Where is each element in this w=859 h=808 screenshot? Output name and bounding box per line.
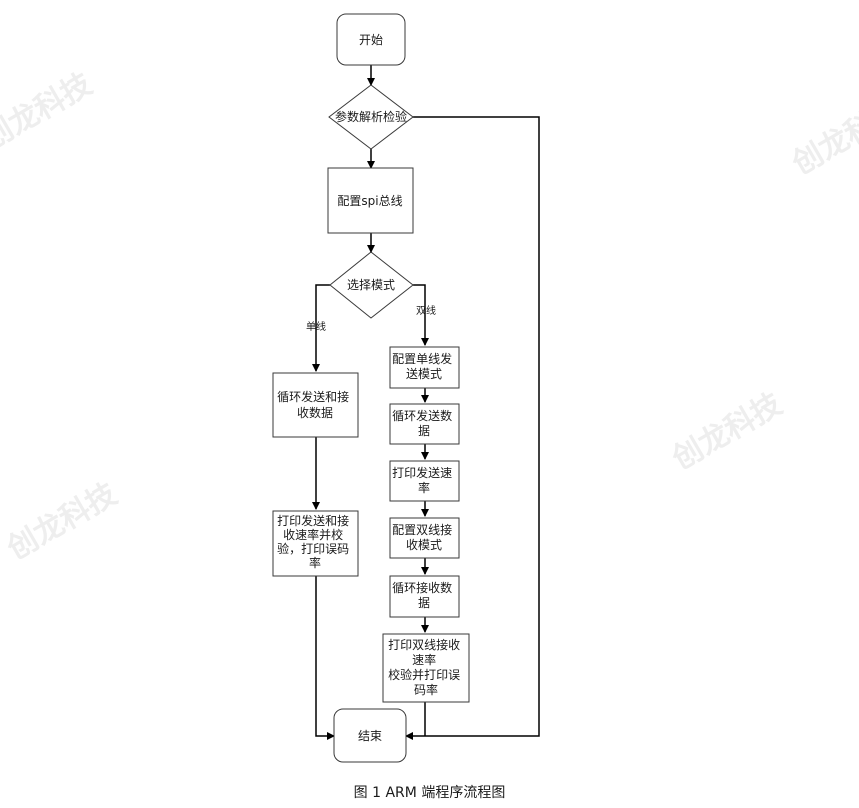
node-single-loop-line: 收数据 <box>297 405 333 420</box>
node-dual-loop-send-line: 据 <box>418 424 430 438</box>
node-validate-label: 参数解析检验 <box>335 109 407 124</box>
node-single-print: 打印发送和接 收速率并校 验，打印误码 率 <box>272 510 359 577</box>
node-single-loop: 循环发送和接 收数据 <box>272 372 359 438</box>
svg-text:打印发送速 率: 打印发送速 率 <box>392 465 456 495</box>
watermark-text: 创龙科技 <box>786 92 859 183</box>
node-start: 开始 <box>336 13 406 66</box>
node-dual-loop-recv: 循环接收数 据 <box>389 575 460 618</box>
node-single-print-line: 率 <box>309 555 321 570</box>
svg-text:循环发送和接 收数据: 循环发送和接 收数据 <box>277 389 353 420</box>
svg-text:循环发送数 据: 循环发送数 据 <box>392 408 456 438</box>
node-dual-print-recv-line: 速率 <box>412 652 436 667</box>
svg-text:循环接收数 据: 循环接收数 据 <box>392 580 456 610</box>
watermark-text: 创龙科技 <box>666 387 788 478</box>
node-dual-print-send: 打印发送速 率 <box>389 460 460 502</box>
node-dual-print-send-line: 打印发送速 <box>392 465 452 480</box>
node-mode-label: 选择模式 <box>347 278 395 292</box>
node-single-print-line: 收速率并校 <box>283 527 343 542</box>
node-single-loop-line: 循环发送和接 <box>277 389 349 404</box>
node-dual-loop-send-line: 循环发送数 <box>392 408 452 423</box>
edge-single-print-end <box>315 576 335 740</box>
node-spi: 配置spi总线 <box>327 167 414 234</box>
node-single-print-line: 验，打印误码 <box>277 541 349 556</box>
edge-label-dual: 双线 <box>416 304 436 317</box>
node-dual-print-recv-line: 打印双线接收 <box>388 637 460 652</box>
node-spi-label: 配置spi总线 <box>337 194 402 208</box>
node-mode: 选择模式 <box>329 251 414 319</box>
node-single-print-line: 打印发送和接 <box>277 513 349 528</box>
node-dual-cfg-recv: 配置双线接 收模式 <box>389 517 460 559</box>
edges <box>312 65 540 740</box>
watermark-text: 创龙科技 <box>1 477 123 568</box>
watermark-text: 创龙科技 <box>0 67 98 158</box>
node-dual-loop-recv-line: 据 <box>418 596 430 610</box>
node-dual-cfg-send-line: 送模式 <box>406 366 442 381</box>
svg-text:打印双线接收 速率 校验并打印误: 打印双线接收 速率 校验并打印误 码率 <box>388 637 464 697</box>
node-dual-cfg-recv-line: 收模式 <box>406 538 442 552</box>
edge-mode-single <box>312 284 330 372</box>
edge-mode-dual <box>413 284 429 346</box>
node-dual-print-recv: 打印双线接收 速率 校验并打印误 码率 <box>382 633 470 703</box>
node-dual-loop-recv-line: 循环接收数 <box>392 580 452 595</box>
node-end-label: 结束 <box>358 729 382 743</box>
edge-label-single: 单线 <box>306 320 326 333</box>
node-dual-cfg-send: 配置单线发 送模式 <box>389 346 460 389</box>
node-dual-print-recv-line: 码率 <box>414 682 438 697</box>
figure-caption: 图 1 ARM 端程序流程图 <box>353 785 506 801</box>
node-dual-print-recv-line: 校验并打印误 <box>388 667 460 682</box>
node-dual-cfg-recv-line: 配置双线接 <box>392 522 452 537</box>
svg-text:配置双线接 收模式: 配置双线接 收模式 <box>392 522 456 552</box>
node-end: 结束 <box>333 708 407 763</box>
node-dual-cfg-send-line: 配置单线发 <box>392 351 452 366</box>
edge-validate-end <box>405 116 540 740</box>
svg-text:配置单线发 送模式: 配置单线发 送模式 <box>392 351 456 381</box>
node-validate: 参数解析检验 <box>328 84 414 150</box>
node-dual-print-send-line: 率 <box>418 480 430 495</box>
node-start-label: 开始 <box>359 33 383 47</box>
node-dual-loop-send: 循环发送数 据 <box>389 403 460 445</box>
svg-text:打印发送和接 收速率并校 验，打印误: 打印发送和接 收速率并校 验，打印误码 率 <box>277 513 353 570</box>
